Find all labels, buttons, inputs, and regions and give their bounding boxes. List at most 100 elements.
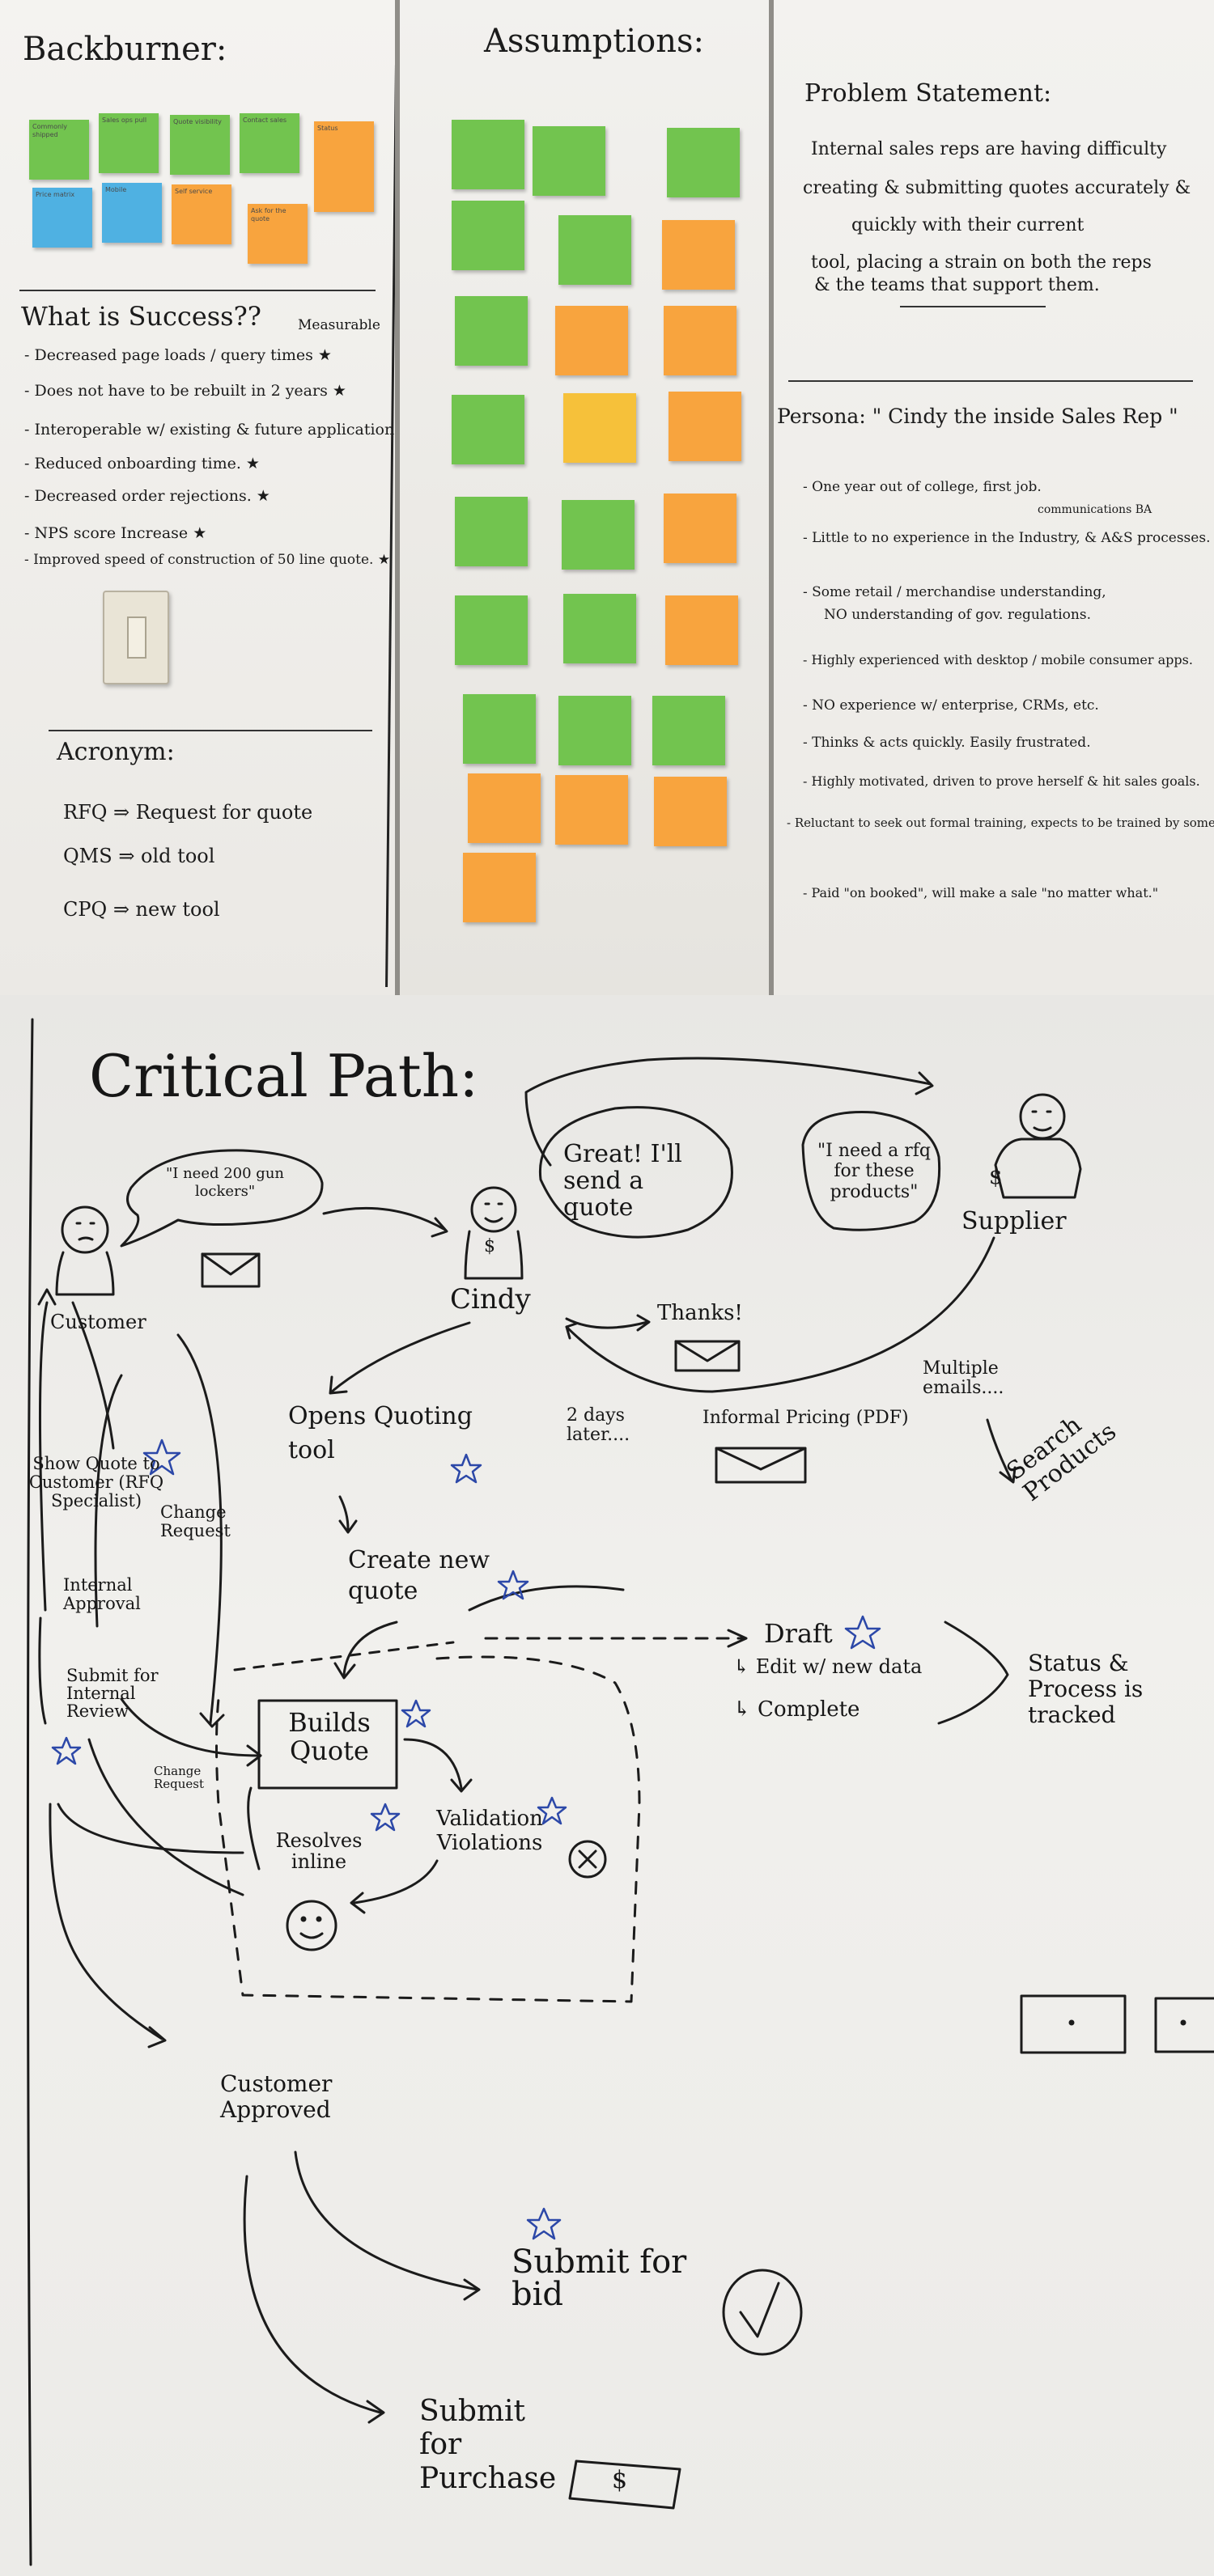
opens-quoting-tool-label: Opens Quoting tool xyxy=(288,1402,473,1464)
assumptions-panel: Assumptions: xyxy=(397,0,770,995)
sticky-note xyxy=(665,595,738,665)
problem-persona-panel: Problem Statement: Internal sales reps a… xyxy=(769,0,1214,995)
persona-item: - Paid "on booked", will make a sale "no… xyxy=(803,885,1159,900)
sticky-note xyxy=(652,696,725,765)
dollar-icon: $ xyxy=(484,1236,495,1256)
persona-item: - Highly experienced with desktop / mobi… xyxy=(803,652,1193,667)
persona-item: - Some retail / merchandise understandin… xyxy=(803,584,1106,600)
persona-item: communications BA xyxy=(1038,503,1152,516)
multiple-emails-label: Multiple emails.... xyxy=(923,1358,1004,1399)
persona-item: - NO experience w/ enterprise, CRMs, etc… xyxy=(803,697,1099,714)
sticky-note xyxy=(563,594,636,663)
change-request-2-label: Change Request xyxy=(154,1764,205,1791)
problem-title: Problem Statement: xyxy=(804,79,1052,108)
cindy-label: Cindy xyxy=(450,1283,531,1316)
informal-pricing-label: Informal Pricing (PDF) xyxy=(703,1408,909,1428)
success-item: - Interoperable w/ existing & future app… xyxy=(24,421,427,439)
divider xyxy=(49,730,372,731)
sticky-note: Contact sales xyxy=(240,113,299,173)
dollar-icon: $ xyxy=(989,1165,1003,1189)
persona-item: - One year out of college, first job. xyxy=(803,479,1042,495)
sticky-note xyxy=(463,694,536,764)
sticky-note: Price matrix xyxy=(32,188,92,248)
submit-for-bid-label: Submit for bid xyxy=(511,2243,687,2313)
persona-item: - Little to no experience in the Industr… xyxy=(803,530,1211,546)
change-request-label: Change Request xyxy=(160,1502,231,1541)
sticky-note xyxy=(662,220,735,290)
sticky-note xyxy=(562,500,635,570)
assumptions-title: Assumptions: xyxy=(484,23,704,60)
sticky-note: Ask for the quote xyxy=(248,204,308,264)
sticky-note xyxy=(664,494,736,563)
sticky-note xyxy=(667,128,740,197)
sticky-note: Commonly shipped xyxy=(29,120,89,180)
sticky-note: Mobile xyxy=(102,183,162,243)
sticky-note: Status xyxy=(314,121,374,212)
sticky-note xyxy=(452,120,524,189)
resolves-inline-label: Resolves inline xyxy=(275,1829,363,1874)
complete-label: ↳ Complete xyxy=(733,1697,860,1722)
sticky-note xyxy=(555,775,628,845)
problem-line: & the teams that support them. xyxy=(814,275,1100,295)
sticky-note xyxy=(558,215,631,285)
backburner-title: Backburner: xyxy=(23,31,227,68)
persona-item: - Highly motivated, driven to prove hers… xyxy=(803,773,1200,789)
critical-path-drawing xyxy=(26,1018,1214,2566)
sticky-note xyxy=(455,296,528,366)
sticky-note xyxy=(669,392,741,461)
sticky-note: Quote visibility xyxy=(170,115,230,175)
success-title: What is Success?? xyxy=(21,301,261,332)
acronym-title: Acronym: xyxy=(57,738,175,766)
success-item: - Reduced onboarding time. ★ xyxy=(24,455,260,472)
critical-path-board: Critical Path: Customer "I need 200 gun … xyxy=(0,995,1214,2576)
sticky-note xyxy=(463,853,536,922)
problem-line: Internal sales reps are having difficult… xyxy=(811,139,1167,159)
validation-violations-label: Validation Violations xyxy=(436,1807,543,1855)
problem-line: tool, placing a strain on both the reps xyxy=(811,252,1152,273)
sticky-note: Self service xyxy=(172,184,231,244)
sticky-note xyxy=(452,395,524,464)
great-speech: Great! I'll send a quote xyxy=(563,1140,682,1222)
show-quote-label: Show Quote to Customer (RFQ Specialist) xyxy=(28,1454,164,1511)
persona-item: NO understanding of gov. regulations. xyxy=(824,607,1091,623)
success-item: - Decreased order rejections. ★ xyxy=(24,487,270,505)
internal-approval-label: Internal Approval xyxy=(63,1575,141,1614)
acronym-item: RFQ ⇒ Request for quote xyxy=(63,801,313,824)
dollar-icon: $ xyxy=(612,2466,628,2494)
builds-quote-label: Builds Quote xyxy=(288,1707,371,1767)
success-item: - Decreased page loads / query times ★ xyxy=(24,346,332,364)
sticky-note xyxy=(555,306,628,375)
measurable-label: Measurable xyxy=(298,317,380,333)
sticky-note xyxy=(664,306,736,375)
light-switch xyxy=(103,591,169,684)
success-item: - NPS score Increase ★ xyxy=(24,524,207,542)
customer-approved-label: Customer Approved xyxy=(220,2070,333,2124)
sticky-note xyxy=(558,696,631,765)
two-days-label: 2 days later.... xyxy=(567,1405,630,1446)
thanks-label: Thanks! xyxy=(657,1301,743,1325)
sticky-note xyxy=(452,201,524,270)
panel-seam xyxy=(395,0,400,995)
acronym-item: CPQ ⇒ new tool xyxy=(63,898,220,921)
panel-seam xyxy=(769,0,774,995)
critical-path-title: Critical Path: xyxy=(89,1042,479,1110)
status-tracked-label: Status & Process is tracked xyxy=(1028,1650,1144,1729)
success-item: - Does not have to be rebuilt in 2 years… xyxy=(24,382,346,400)
sticky-note xyxy=(468,773,541,843)
sticky-note: Sales ops pull xyxy=(99,113,159,173)
submit-internal-review-label: Submit for Internal Review xyxy=(66,1666,159,1722)
rfq-speech: "I need a rfq for these products" xyxy=(817,1141,931,1202)
customer-speech: "I need 200 gun lockers" xyxy=(165,1165,285,1200)
success-item: - Improved speed of construction of 50 l… xyxy=(24,552,391,568)
edit-new-data-label: ↳ Edit w/ new data xyxy=(733,1655,923,1678)
draft-label: Draft xyxy=(764,1618,833,1649)
acronym-item: QMS ⇒ old tool xyxy=(63,845,215,867)
sticky-note xyxy=(533,126,605,196)
supplier-label: Supplier xyxy=(961,1207,1067,1235)
persona-item: - Thinks & acts quickly. Easily frustrat… xyxy=(803,735,1091,751)
divider xyxy=(19,290,376,291)
sticky-note xyxy=(654,777,727,846)
sticky-note xyxy=(563,393,636,463)
